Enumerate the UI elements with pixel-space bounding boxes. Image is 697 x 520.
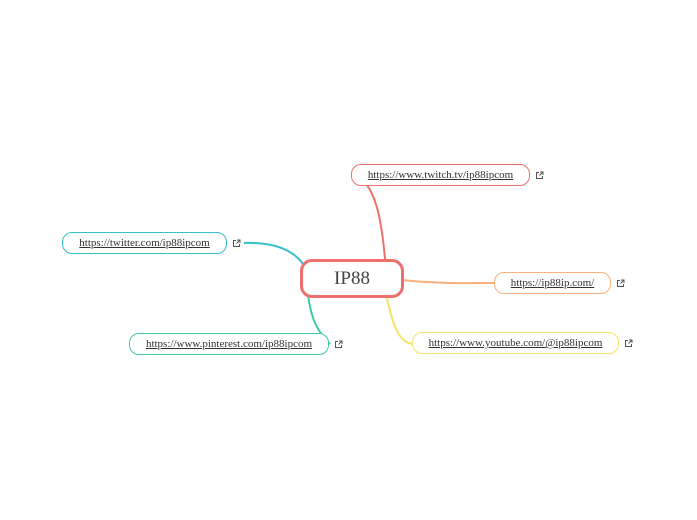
external-link-icon[interactable] <box>535 171 544 180</box>
pinterest-link[interactable]: https://www.pinterest.com/ip88ipcom <box>145 338 313 350</box>
topic-twitch[interactable]: https://www.twitch.tv/ip88ipcom <box>351 164 530 186</box>
connector-youtube <box>385 293 414 345</box>
external-link-icon[interactable] <box>232 239 241 248</box>
external-link-icon[interactable] <box>334 340 343 349</box>
connector-twitch <box>351 175 386 260</box>
twitch-link[interactable]: https://www.twitch.tv/ip88ipcom <box>367 169 514 181</box>
topic-youtube[interactable]: https://www.youtube.com/@ip88ipcom <box>412 332 619 354</box>
youtube-link[interactable]: https://www.youtube.com/@ip88ipcom <box>428 337 603 349</box>
root-topic-label: IP88 <box>334 267 370 289</box>
ip88ip-link[interactable]: https://ip88ip.com/ <box>510 277 595 289</box>
external-link-icon[interactable] <box>616 279 625 288</box>
topic-pinterest[interactable]: https://www.pinterest.com/ip88ipcom <box>129 333 329 355</box>
external-link-icon[interactable] <box>624 339 633 348</box>
topic-twitter[interactable]: https://twitter.com/ip88ipcom <box>62 232 227 254</box>
twitter-link[interactable]: https://twitter.com/ip88ipcom <box>79 237 210 249</box>
topic-ip88ip[interactable]: https://ip88ip.com/ <box>494 272 611 294</box>
root-topic[interactable]: IP88 <box>300 259 404 298</box>
connector-ip88ip <box>401 279 496 285</box>
connector-twitter <box>243 241 304 265</box>
